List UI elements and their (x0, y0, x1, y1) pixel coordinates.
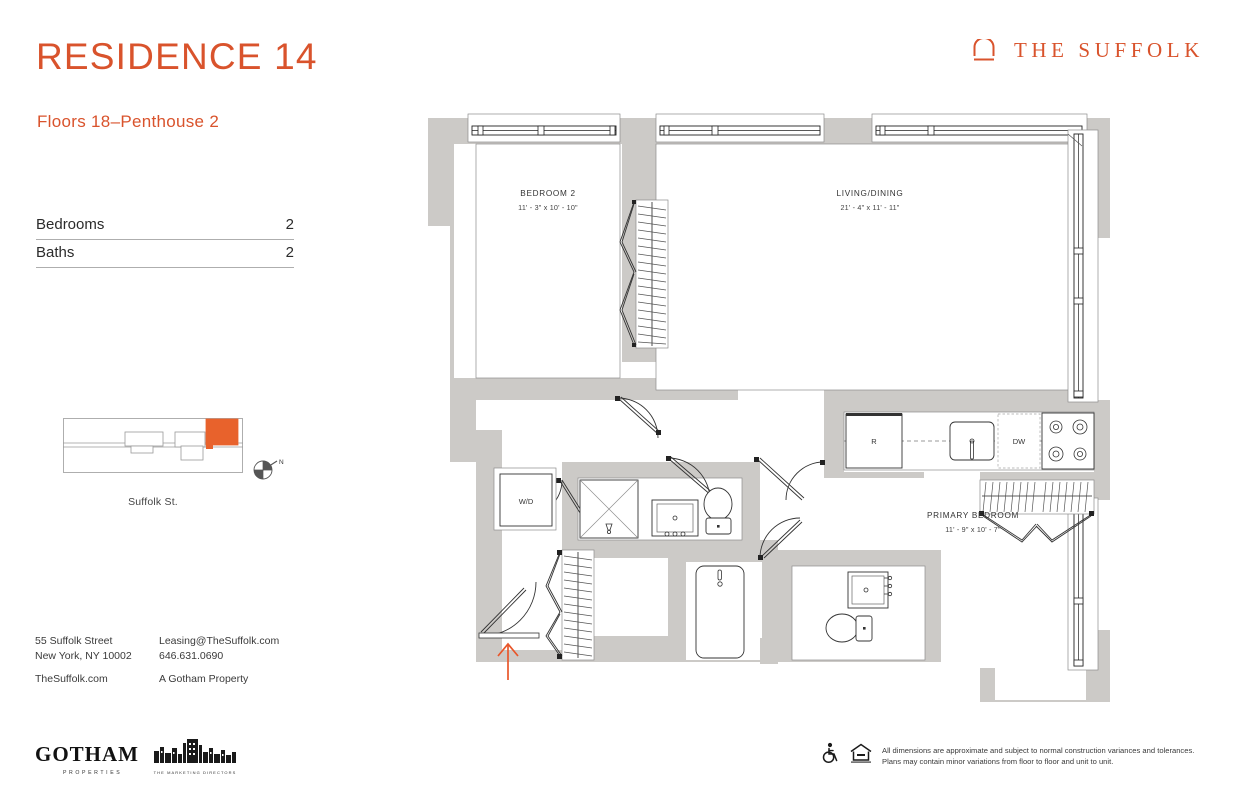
wheelchair-icon (820, 742, 840, 769)
equal-housing-icon (849, 742, 873, 769)
bifold-door (619, 201, 637, 346)
window-primary-east (1067, 497, 1099, 671)
fixture-washer-dryer: W/D (493, 467, 557, 531)
marketing-directors-label: THE MARKETING DIRECTORS (153, 770, 237, 775)
unit-specs: Bedrooms 2 Baths 2 (36, 212, 294, 268)
room-label-living-dining: LIVING/DINING (837, 189, 904, 198)
window-bedroom2 (467, 113, 621, 143)
spec-row-baths: Baths 2 (36, 240, 294, 268)
spec-row-bedrooms: Bedrooms 2 (36, 212, 294, 240)
bifold-door-primary (981, 513, 1093, 543)
bathroom-1 (579, 479, 733, 539)
entry-arrow (497, 642, 519, 680)
kitchen: R DW (843, 411, 1095, 471)
spec-label-baths: Baths (36, 244, 75, 261)
room-label-bedroom2: BEDROOM 2 (520, 189, 575, 198)
spec-label-bedrooms: Bedrooms (36, 216, 105, 233)
brand-logo[interactable]: THE SUFFOLK (972, 36, 1204, 63)
window-living-east (1067, 129, 1099, 403)
disclaimer-text: All dimensions are approximate and subje… (882, 745, 1195, 766)
wd-label: W/D (519, 497, 534, 506)
contact-phone[interactable]: 646.631.0690 (159, 650, 224, 662)
windows (467, 113, 1099, 671)
room-dim-bedroom2: 11' - 3" x 10' - 10" (518, 203, 578, 212)
bathroom-2 (695, 565, 893, 659)
door-hall-kitchen (754, 457, 825, 501)
page-title: RESIDENCE 14 (36, 36, 318, 77)
room-dim-primary-bedroom: 11' - 9" x 10' - 7" (945, 525, 1001, 534)
door-bath2 (758, 517, 803, 560)
window-living-left (655, 113, 825, 143)
floors-subtitle: Floors 18–Penthouse 2 (37, 112, 220, 131)
closet-hall (545, 549, 595, 661)
dishwasher-label: DW (1013, 437, 1026, 446)
skyline-logo-icon (154, 739, 236, 763)
key-plan-diagram (63, 418, 243, 473)
gotham-logo-sub: PROPERTIES (63, 770, 123, 776)
contact-website[interactable]: TheSuffolk.com (35, 673, 108, 685)
key-plan-street-label: Suffolk St. (128, 496, 178, 508)
contact-owner: A Gotham Property (159, 673, 249, 685)
spec-value-bedrooms: 2 (285, 216, 294, 233)
refrigerator-label: R (871, 437, 877, 446)
info-panel: RESIDENCE 14 Floors 18–Penthouse 2 Bedro… (0, 0, 400, 800)
arch-logo-icon (972, 36, 996, 63)
closet-primary (979, 479, 1095, 543)
gotham-logo-name: GOTHAM (35, 742, 139, 766)
door-entry (478, 581, 540, 639)
door-bedroom2 (615, 396, 661, 439)
spec-value-baths: 2 (285, 244, 294, 261)
gotham-logo: GOTHAM PROPERTIES (35, 742, 139, 776)
compass-rose-icon: N (250, 455, 286, 485)
svg-text:N: N (279, 459, 284, 466)
window-living-right (871, 113, 1088, 143)
room-dim-living-dining: 21' - 4" x 11' - 11" (840, 203, 899, 212)
brand-name: THE SUFFOLK (1013, 38, 1204, 62)
contact-address-line1: 55 Suffolk Street (35, 635, 113, 647)
room-label-primary-bedroom: PRIMARY BEDROOM (927, 511, 1019, 520)
room-labels: BEDROOM 2 11' - 3" x 10' - 10" LIVING/DI… (518, 189, 1019, 534)
contact-address-line2: New York, NY 10002 (35, 650, 132, 662)
floorplan-drawing: W/D R DW (420, 100, 1210, 710)
closet-bedroom2 (619, 199, 669, 349)
disclaimer-block: All dimensions are approximate and subje… (820, 742, 1212, 769)
marketing-directors-logo: THE MARKETING DIRECTORS (152, 737, 238, 775)
contact-email[interactable]: Leasing@TheSuffolk.com (159, 635, 280, 647)
